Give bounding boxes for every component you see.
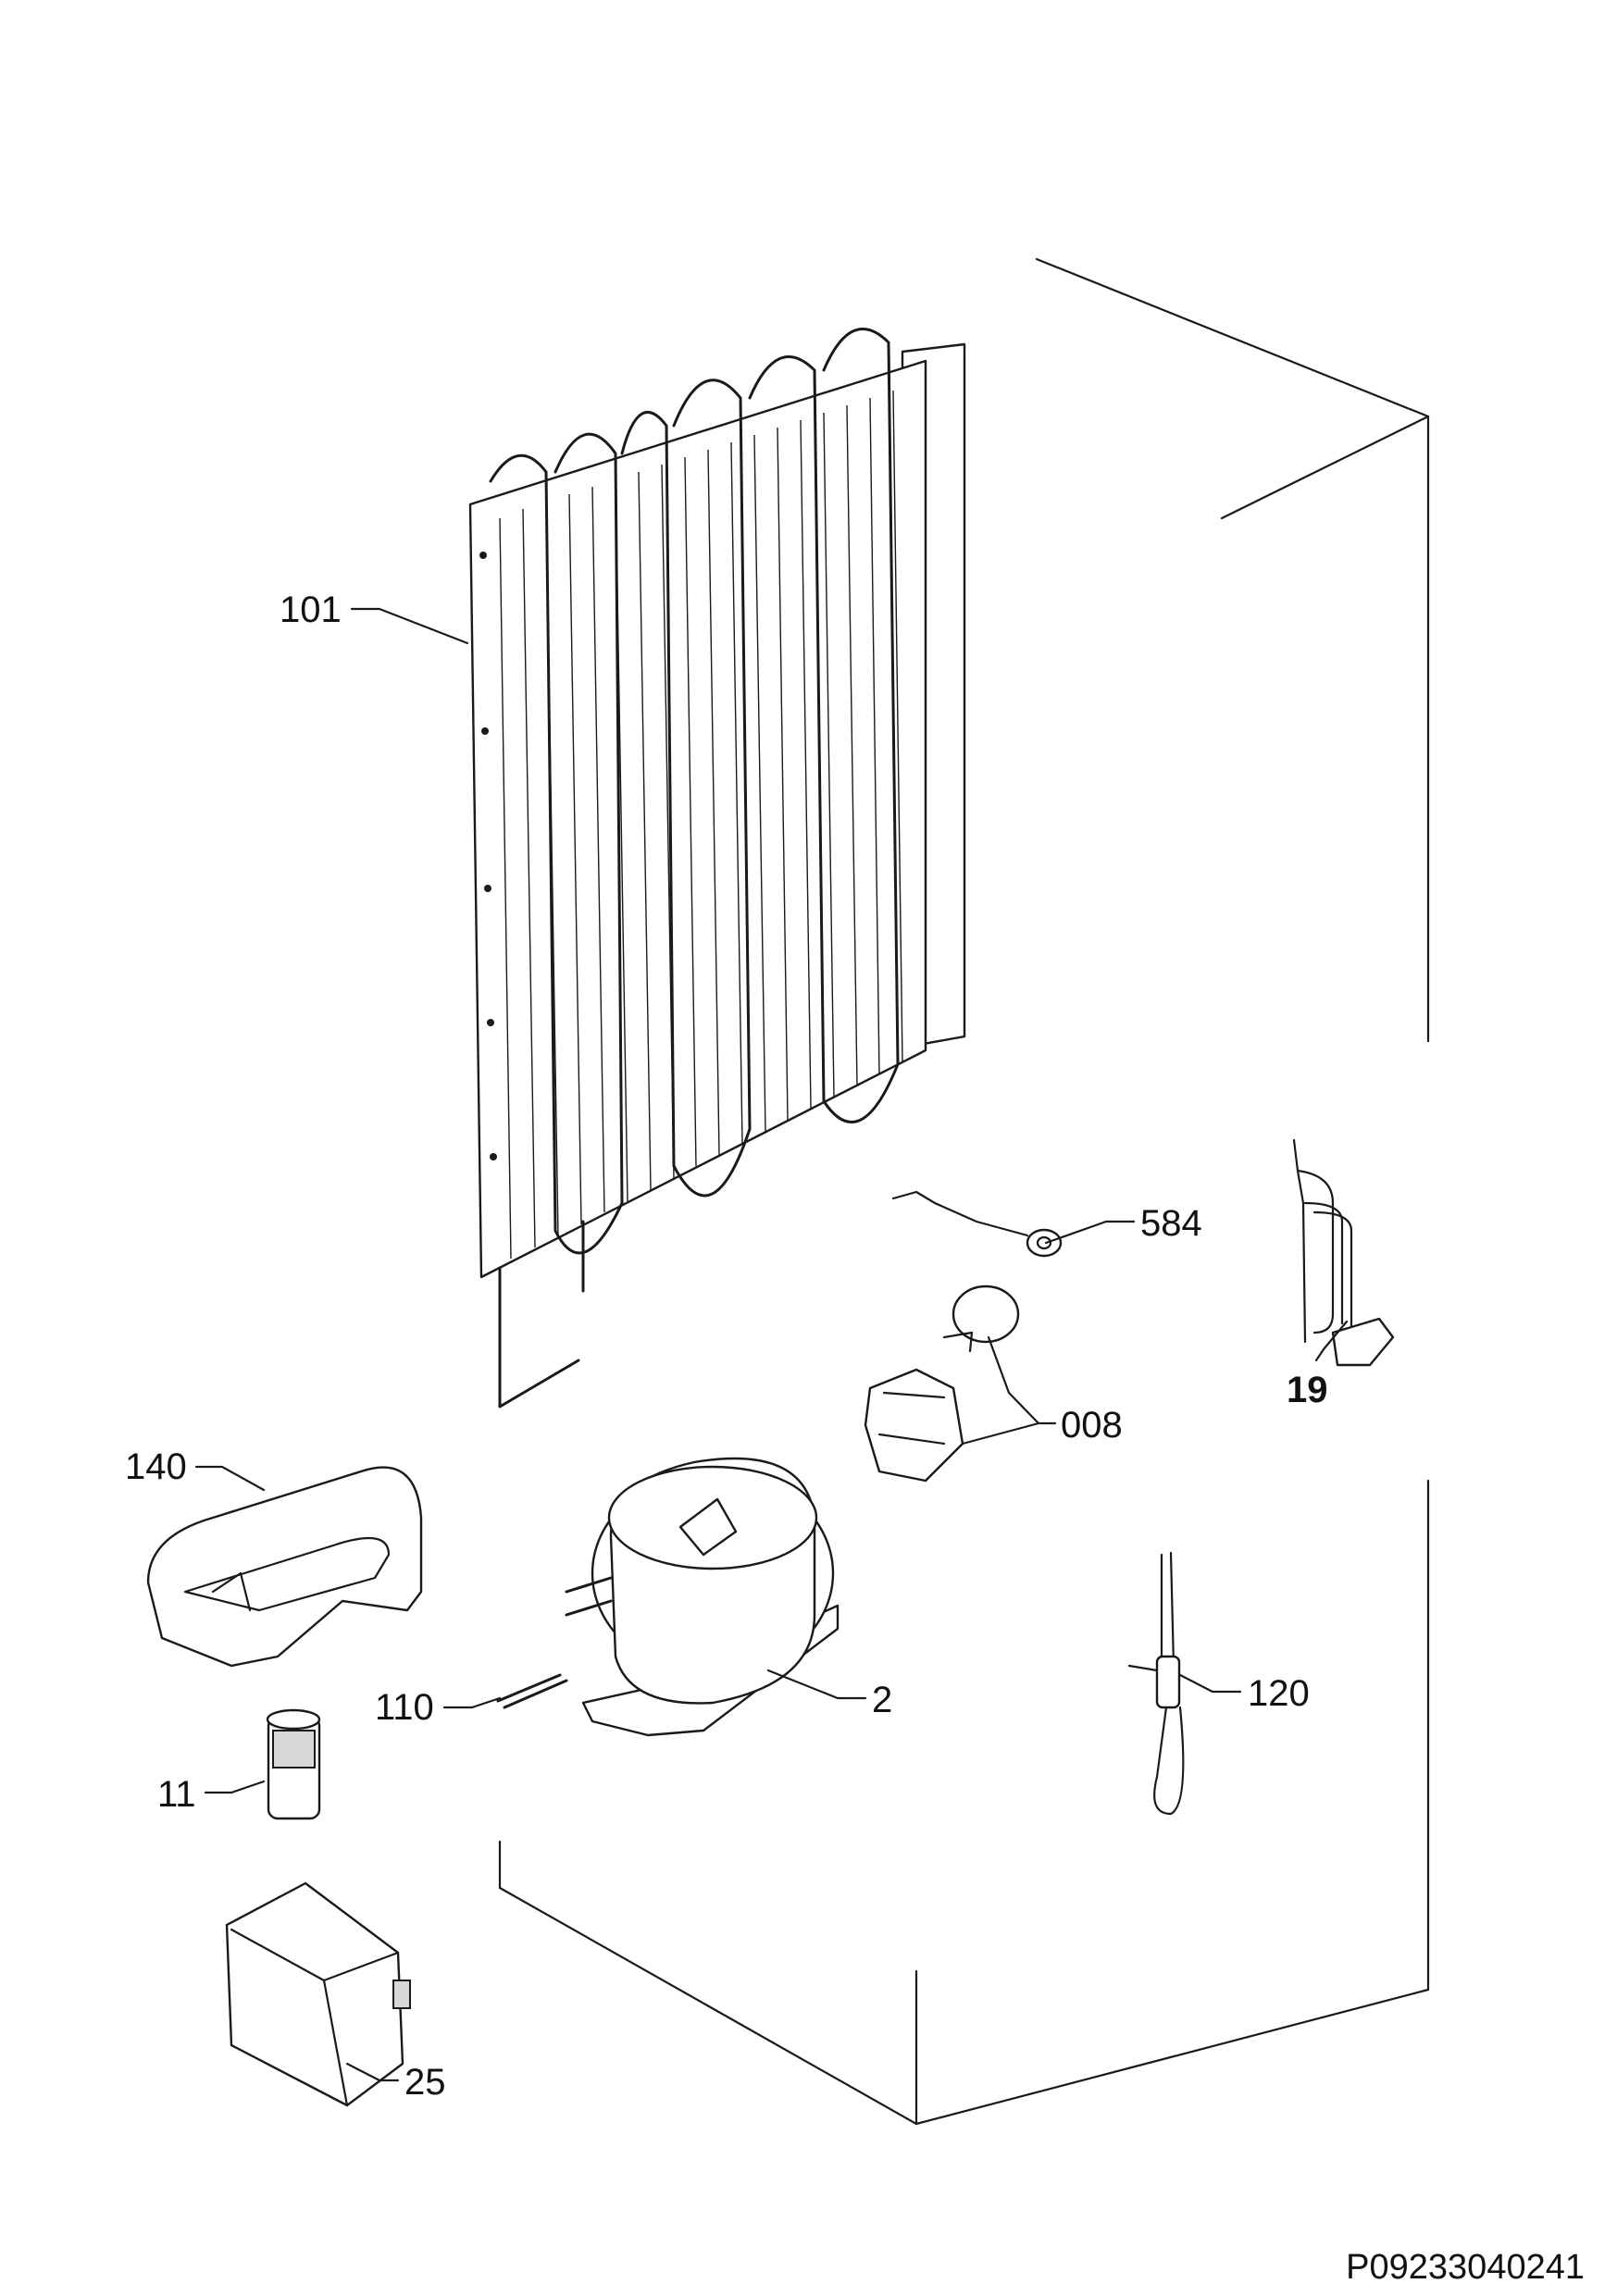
document-code: P09233040241 [1346, 2248, 1585, 2287]
callout-11: 11 [157, 1774, 196, 1815]
callout-120: 120 [1248, 1673, 1310, 1714]
power-cord-icon [1292, 1138, 1395, 1367]
callout-19: 19 [1287, 1370, 1328, 1410]
relay-icon [864, 1285, 1020, 1483]
callout-584: 584 [1140, 1203, 1202, 1244]
tray-icon [146, 1466, 423, 1668]
pipe-icon [496, 1673, 568, 1709]
cover-box-icon [225, 1881, 411, 2107]
sensor-cable-icon [891, 1190, 1063, 1258]
callout-leaders [194, 607, 1349, 2082]
callout-25: 25 [404, 2062, 446, 2103]
cabinet-outline [498, 257, 1430, 2126]
callout-110: 110 [375, 1687, 434, 1728]
filter-drier-icon [1127, 1551, 1185, 1816]
callout-140: 140 [125, 1446, 187, 1487]
callout-008: 008 [1061, 1405, 1123, 1446]
condenser-icon [468, 327, 966, 1409]
compressor-icon [565, 1457, 840, 1737]
capacitor-icon [266, 1708, 321, 1820]
callout-101: 101 [280, 590, 342, 630]
callout-2: 2 [872, 1680, 892, 1720]
